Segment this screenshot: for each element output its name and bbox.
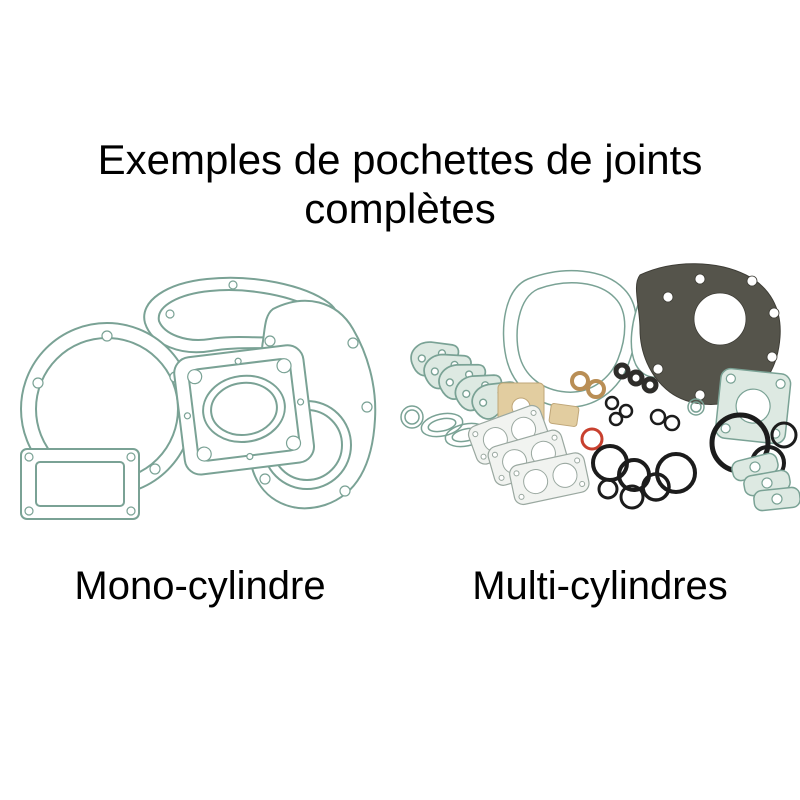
small-o-rings: [604, 396, 681, 432]
title-line-1: Exemples de pochettes de joints: [97, 136, 703, 183]
figures-row: [0, 257, 800, 542]
multi-cylinder-label: Multi-cylindres: [472, 564, 728, 609]
multi-cylinder-gasket-kit-illustration: [400, 263, 800, 512]
mono-cylinder-gasket-kit-illustration: [20, 277, 377, 521]
metal-rings: [687, 398, 705, 417]
mono-cylinder-label: Mono-cylindre: [74, 564, 326, 609]
right-teal-gasket: [714, 368, 792, 445]
right-small-gasket-fan: [731, 453, 800, 512]
cylinder-head-gasket-shape: [173, 344, 315, 476]
title-line-2: complètes: [304, 184, 496, 232]
multi-cylinder-figure: [400, 257, 800, 542]
oil-seals: [613, 362, 659, 394]
reed-valve-gasket-shape: [20, 448, 140, 521]
o-ring-cluster: [591, 444, 697, 510]
copper-washers: [570, 371, 606, 400]
mono-cylinder-figure: [0, 257, 400, 542]
captions-row: Mono-cylindre Multi-cylindres: [0, 564, 800, 609]
red-o-ring: [580, 427, 604, 451]
